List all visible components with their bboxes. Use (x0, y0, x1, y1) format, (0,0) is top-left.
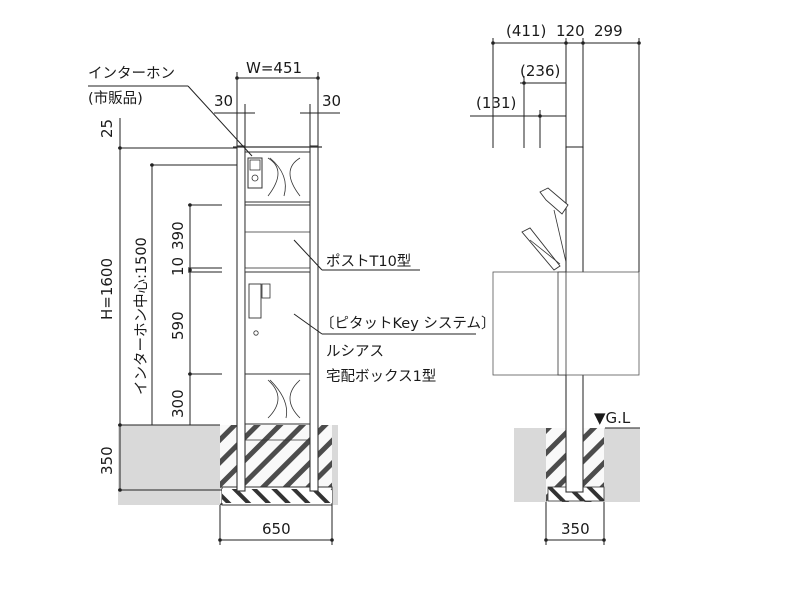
depth-label: 350 (98, 446, 116, 475)
foundation-width-label: 650 (262, 520, 291, 538)
upper-flap (539, 187, 569, 215)
intercom-label-line2: (市販品) (88, 90, 143, 107)
box-label-line2: 宅配ボックス1型 (326, 368, 436, 385)
margin-left-label: 30 (214, 92, 233, 110)
height-label: H=1600 (98, 258, 116, 320)
system-label: 〔ピタットKey システム〕 (320, 315, 495, 332)
key-system-panel (248, 283, 262, 319)
bottom-panel (244, 373, 311, 425)
seg-10-label: 10 (169, 257, 187, 276)
post-label: ポストT10型 (326, 253, 411, 270)
left-post (236, 145, 246, 492)
front-view: W=451 30 30 インターホン (市販品) 25 H=1600 350 イ… (88, 59, 495, 545)
intercom-label-line1: インターホン (88, 65, 175, 82)
dim-120-label: 120 (556, 22, 585, 40)
right-post (309, 145, 319, 492)
seg-590-label: 590 (169, 311, 187, 340)
dim-131-label: (131) (476, 94, 516, 112)
post-t10-box (244, 204, 311, 271)
side-view: ▼G.L (411) 120 299 (236) (131) (470, 22, 641, 545)
seg-390-label: 390 (169, 221, 187, 250)
dim-299-label: 299 (594, 22, 623, 40)
width-label: W=451 (246, 59, 302, 77)
box-label-line1: ルシアス (326, 344, 384, 360)
seg-300-label: 300 (169, 389, 187, 418)
margin-right-label: 30 (322, 92, 341, 110)
ground-label: ▼G.L (594, 409, 631, 427)
side-foundation-width-label: 350 (561, 520, 590, 538)
dim-411-label: (411) (506, 22, 546, 40)
intercom-center-label: インターホン中心:1500 (133, 237, 150, 395)
dim-236-label: (236) (520, 62, 560, 80)
top-gap-label: 25 (98, 119, 116, 138)
